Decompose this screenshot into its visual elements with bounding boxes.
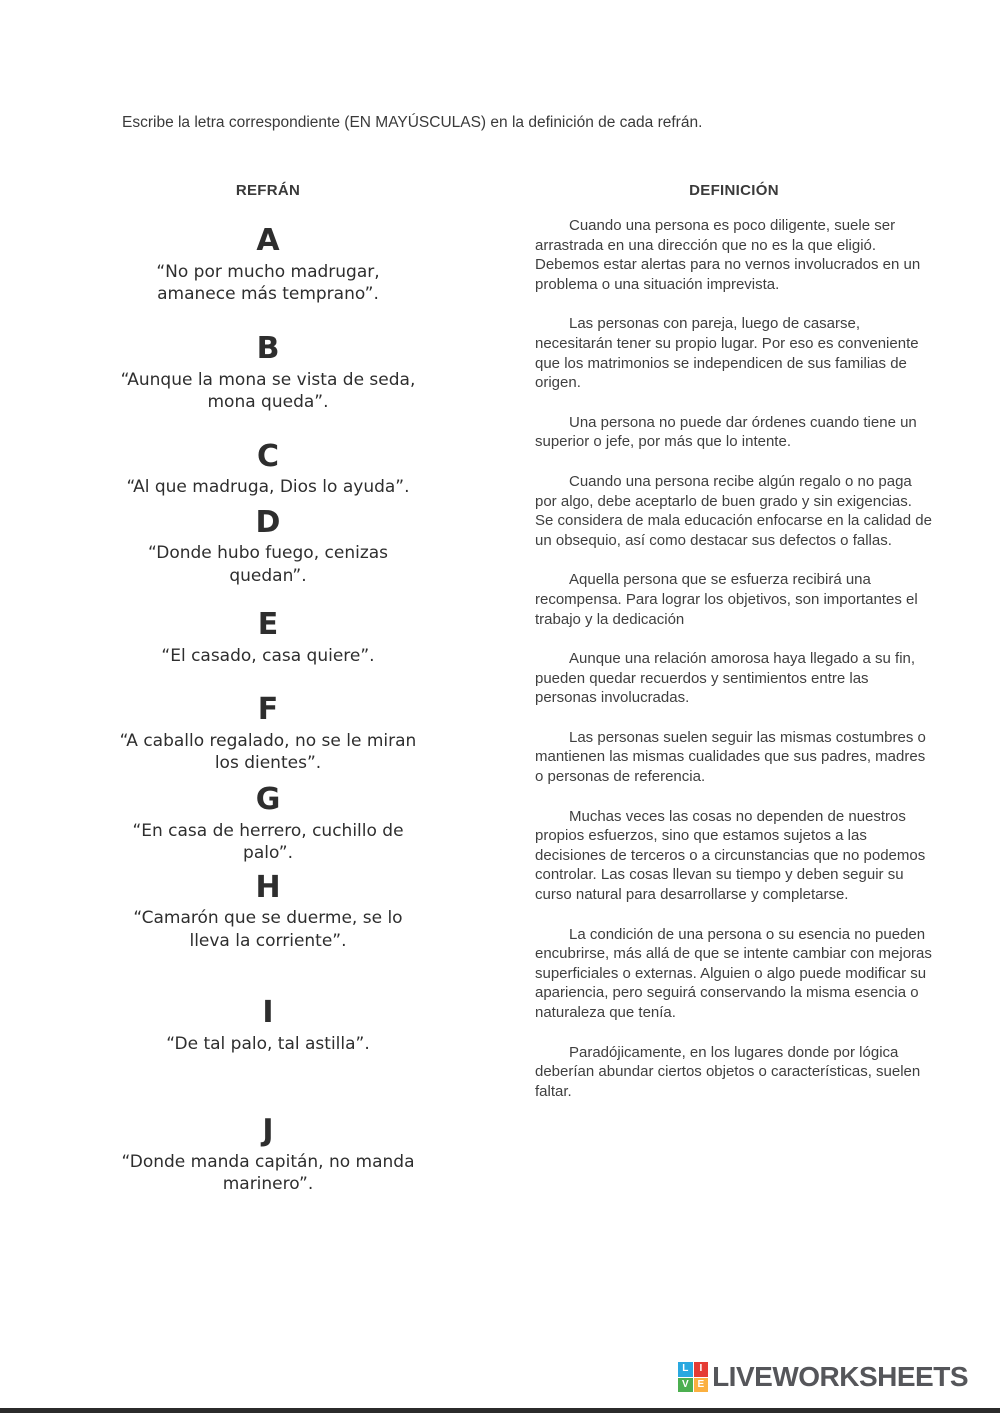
refran-item-d: D “Donde hubo fuego, cenizas quedan”. xyxy=(118,507,418,587)
refran-letter-e: E xyxy=(257,607,279,643)
bottom-bar xyxy=(0,1408,1000,1413)
refran-text-i: “De tal palo, tal astilla”. xyxy=(166,1033,370,1054)
refran-item-c: C “Al que madruga, Dios lo ayuda”. xyxy=(118,441,418,499)
definition-paragraph-6: Aunque una relación amorosa haya llegado… xyxy=(535,650,916,707)
refran-letter-b: B xyxy=(256,331,280,367)
refran-text-a: “No por mucho madrugar, amanece más temp… xyxy=(156,261,380,304)
refran-item-i: I “De tal palo, tal astilla”. xyxy=(118,997,418,1055)
refran-letter-f: F xyxy=(257,692,279,727)
refran-column: REFRÁN A “No por mucho madrugar, amanece… xyxy=(118,182,418,1195)
two-column-layout: REFRÁN A “No por mucho madrugar, amanece… xyxy=(0,182,1000,1195)
refran-letter-g: G xyxy=(255,782,281,818)
liveworksheets-brand-text: LIVEWORKSHEETS xyxy=(712,1361,968,1392)
refran-text-j: “Donde manda capitán, no manda marinero”… xyxy=(121,1151,415,1194)
logo-letter-l: L xyxy=(678,1362,693,1377)
refran-text-g: “En casa de herrero, cuchillo de palo”. xyxy=(132,820,404,864)
refran-item-e: E “El casado, casa quiere”. xyxy=(118,609,418,667)
definition-paragraph-5: Aquella persona que se esfuerza recibirá… xyxy=(535,571,918,628)
refran-letter-h: H xyxy=(255,869,281,905)
refran-item-h: H “Camarón que se duerme, se lo lleva la… xyxy=(118,872,418,952)
refran-letter-i: I xyxy=(262,995,274,1031)
refran-text-d: “Donde hubo fuego, cenizas quedan”. xyxy=(147,543,389,586)
liveworksheets-logo-icon: L I V E xyxy=(678,1362,709,1392)
definition-paragraph-10: Paradójicamente, en los lugares donde po… xyxy=(535,1043,921,1100)
refran-text-c: “Al que madruga, Dios lo ayuda”. xyxy=(126,477,410,498)
refran-item-b: B “Aunque la mona se vista de seda, mona… xyxy=(118,333,418,413)
refran-letter-c: C xyxy=(256,438,280,474)
instruction-text: Escribe la letra correspondiente (EN MAY… xyxy=(122,114,703,131)
refran-text-b: “Aunque la mona se vista de seda, mona q… xyxy=(120,369,416,413)
definition-paragraph-2: Las personas con pareja, luego de casars… xyxy=(535,315,919,392)
refran-text-e: “El casado, casa quiere”. xyxy=(161,645,375,666)
logo-letter-v: V xyxy=(678,1377,693,1392)
refran-item-j: J “Donde manda capitán, no manda mariner… xyxy=(118,1115,418,1195)
definition-paragraph-3: Una persona no puede dar órdenes cuando … xyxy=(535,413,917,451)
logo-letter-i: I xyxy=(693,1362,709,1377)
logo-letter-e: E xyxy=(693,1377,709,1392)
definition-paragraph-8: Muchas veces las cosas no dependen de nu… xyxy=(535,807,926,904)
definicion-column-header: DEFINICIÓN xyxy=(689,182,779,199)
refran-column-header: REFRÁN xyxy=(235,182,301,199)
refran-text-h: “Camarón que se duerme, se lo lleva la c… xyxy=(133,908,403,951)
refran-item-a: A “No por mucho madrugar, amanece más te… xyxy=(118,225,418,305)
refran-letter-a: A xyxy=(256,223,280,258)
definition-paragraph-7: Las personas suelen seguir las mismas co… xyxy=(535,728,926,786)
liveworksheets-footer: L I V E LIVEWORKSHEETS xyxy=(678,1361,968,1393)
refran-item-f: F “A caballo regalado, no se le miran lo… xyxy=(118,694,418,774)
refran-item-g: G “En casa de herrero, cuchillo de palo”… xyxy=(118,784,418,864)
definition-paragraph-4: Cuando una persona recibe algún regalo o… xyxy=(535,472,932,549)
refran-letter-j: J xyxy=(262,1113,274,1149)
definicion-column: DEFINICIÓN Cuando una persona es poco di… xyxy=(535,182,933,1121)
refran-letter-d: D xyxy=(255,504,281,540)
refran-text-f: “A caballo regalado, no se le miran los … xyxy=(119,730,417,773)
definition-paragraph-1: Cuando una persona es poco diligente, su… xyxy=(535,217,921,293)
definition-paragraph-9: La condición de una persona o su esencia… xyxy=(535,925,932,1021)
